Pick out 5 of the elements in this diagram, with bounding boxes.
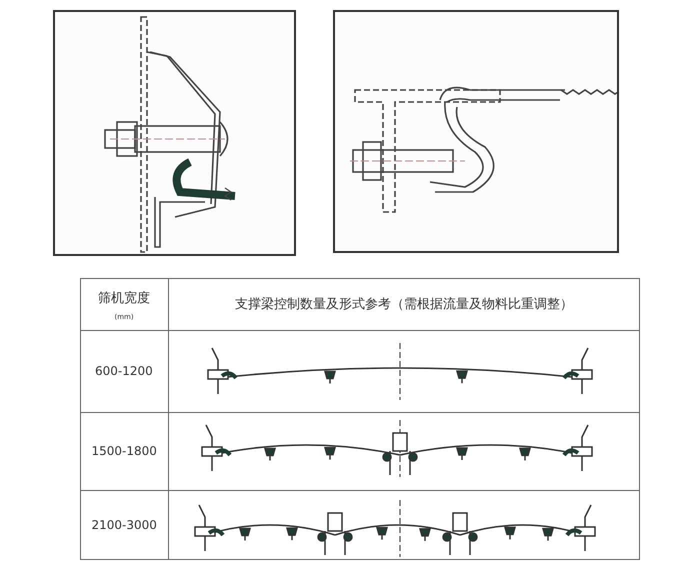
column-header: 筛机宽度 (98, 290, 150, 307)
width-range: 2100-3000 (92, 518, 157, 532)
width-range: 600-1200 (95, 364, 153, 378)
width-range: 1500-1800 (92, 444, 157, 458)
column-header: 支撑梁控制数量及形式参考（需根据流量及物料比重调整） (235, 296, 573, 313)
